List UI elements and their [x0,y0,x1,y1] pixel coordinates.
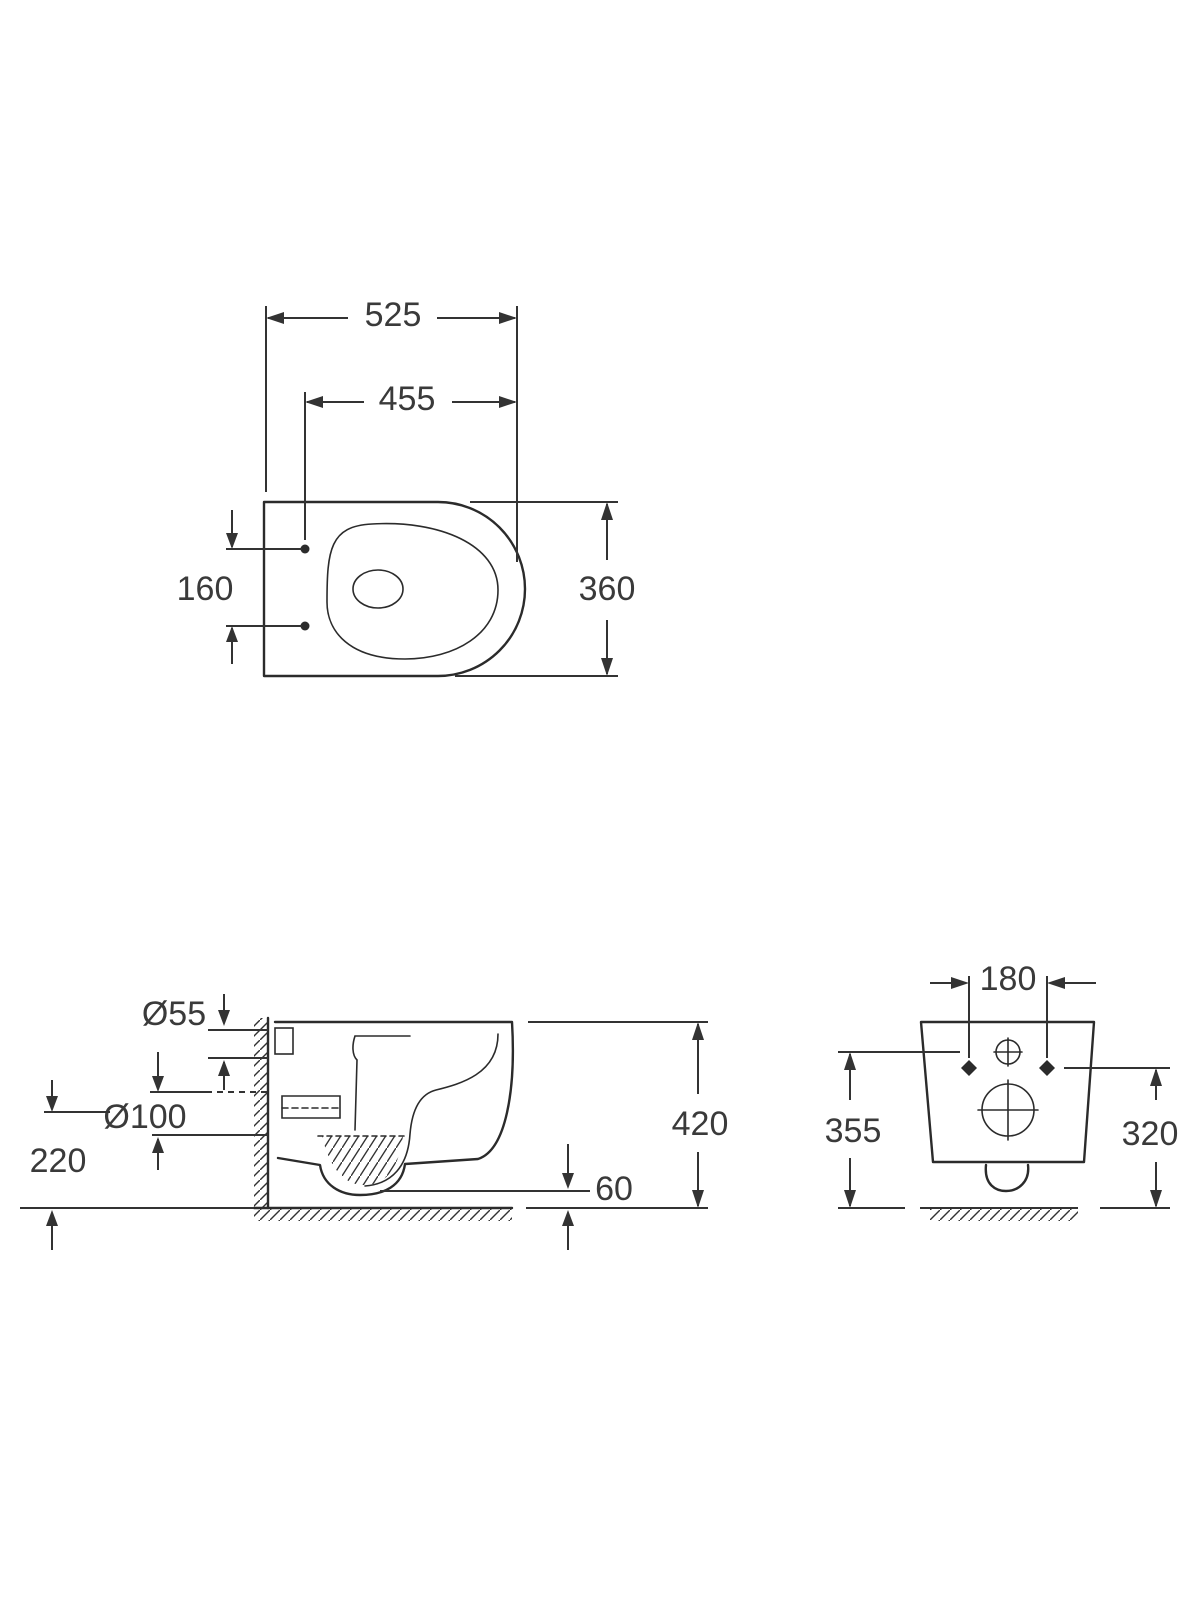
rear-view-outline [919,1020,1096,1164]
rear-fixing-left [961,1060,977,1076]
dim-label-outlet-height: 220 [30,1142,87,1180]
dim-label-360: 360 [579,570,636,608]
rear-view-trap [984,1163,1030,1193]
dim-label-rear-spacing: 180 [980,960,1037,998]
top-view-rim [326,522,499,660]
top-view-outline [262,500,527,678]
dim-label-455: 455 [379,380,436,418]
side-view-inner-bowl [364,1033,499,1187]
fixing-hole-top [300,544,310,554]
water-seal-hatch [322,1136,403,1186]
side-view: Ø55 Ø100 220 420 [20,994,728,1250]
fixing-hole-bottom [300,621,310,631]
dim-label-525: 525 [365,296,422,334]
dim-label-rear-left-height: 355 [825,1112,882,1150]
dim-label-160: 160 [177,570,234,608]
floor-hatch [254,1209,512,1221]
dim-label-rear-right-height: 320 [1122,1115,1179,1153]
wall-hatch [254,1018,268,1208]
rear-view: 180 355 320 [825,960,1179,1221]
outlet-pipe [281,1095,341,1119]
dim-label-gap: 60 [595,1170,633,1208]
drain-opening [352,569,404,609]
dim-label-outlet: Ø100 [103,1098,186,1136]
dim-label-total-height: 420 [672,1105,729,1143]
inlet-pipe [274,1027,294,1055]
dim-label-inlet: Ø55 [142,995,206,1033]
top-view: 525 455 160 360 [177,296,636,678]
rear-fixing-right [1039,1060,1055,1076]
rear-view-floor-hatch [930,1209,1078,1221]
side-view-outline [273,1020,515,1197]
